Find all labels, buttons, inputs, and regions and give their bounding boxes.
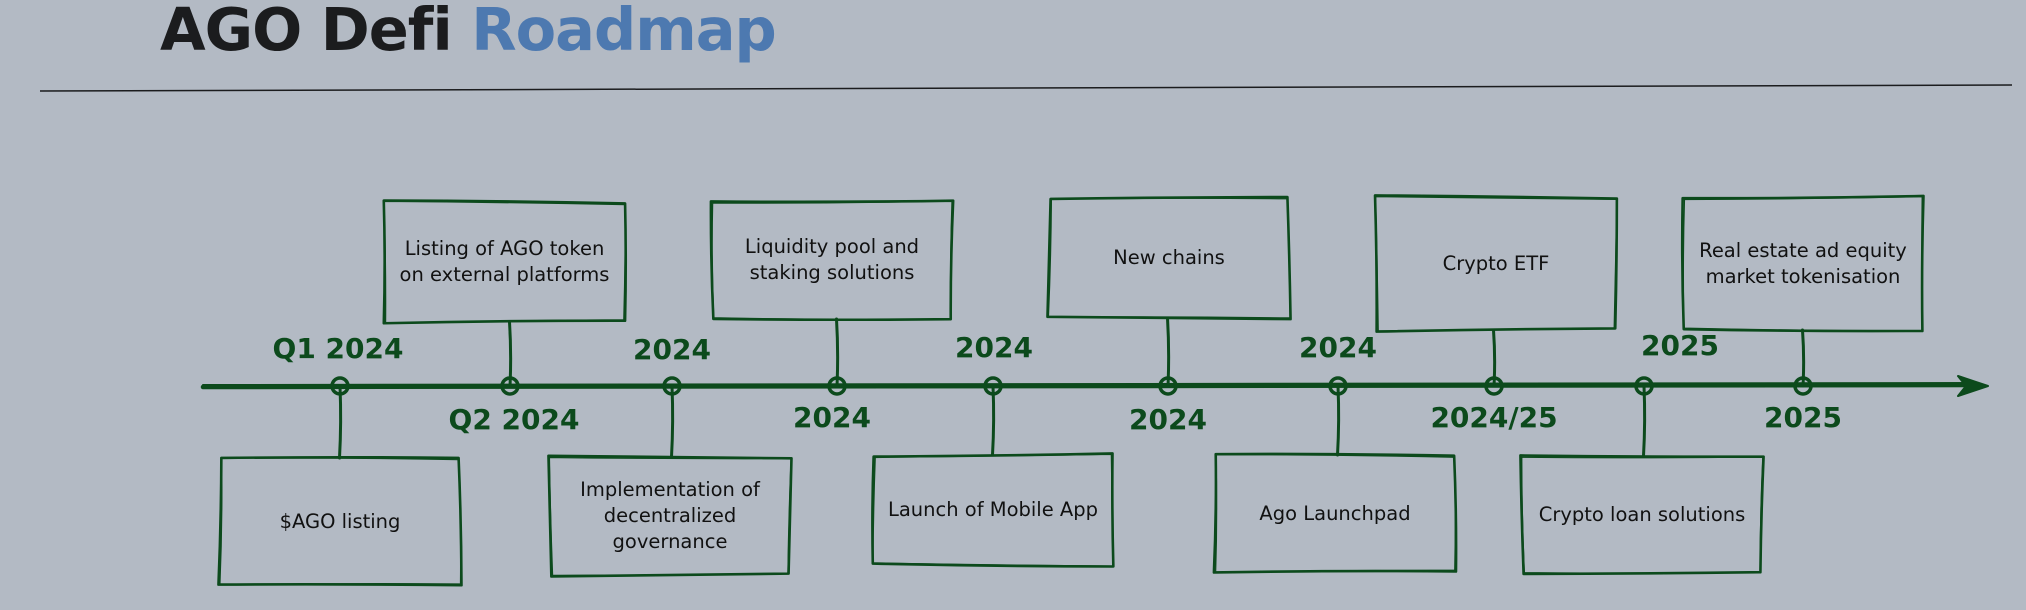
milestone-connector — [670, 384, 675, 459]
milestone-box-sketch — [1374, 196, 1618, 332]
milestone-date: Q2 2024 — [448, 403, 580, 436]
milestone-connector — [1166, 316, 1171, 388]
milestone-box-sketch — [1521, 456, 1764, 574]
milestone-node — [500, 376, 520, 396]
milestone-label: Listing of AGO token on external platfor… — [399, 237, 610, 286]
milestone-box-outline — [1046, 195, 1292, 321]
milestone-date: 2024/25 — [1430, 401, 1558, 434]
milestone-connector — [1801, 328, 1806, 388]
milestone-node — [330, 376, 350, 396]
milestone-label: Implementation of decentralized governan… — [580, 478, 760, 553]
milestone-node — [983, 376, 1003, 396]
milestone-card: Ago Launchpad — [1215, 455, 1455, 572]
milestone-box-sketch — [219, 457, 462, 586]
timeline-axis — [200, 382, 1978, 390]
milestone-label: Liquidity pool and staking solutions — [744, 235, 920, 284]
milestone-card: Liquidity pool and staking solutions — [712, 201, 952, 319]
milestone-label: $AGO listing — [279, 509, 401, 533]
milestone-box-sketch — [711, 200, 953, 321]
milestone-date: 2024 — [955, 331, 1033, 364]
milestone-connector — [1642, 384, 1647, 458]
milestone-connector — [835, 317, 840, 388]
milestone-label: Ago Launchpad — [1259, 501, 1411, 525]
timeline-axis-sketch — [202, 382, 1976, 386]
milestone-box-sketch — [1047, 197, 1291, 319]
milestone-node — [827, 376, 847, 396]
milestone-box-sketch — [1215, 454, 1456, 574]
milestone-box-outline — [547, 454, 793, 578]
milestone-connector — [1336, 384, 1341, 457]
milestone-date: 2024 — [1299, 331, 1377, 364]
milestone-card: Crypto ETF — [1376, 197, 1616, 330]
milestone-label: New chains — [1113, 246, 1225, 269]
milestone-date: 2024 — [793, 401, 871, 434]
milestone-date: 2025 — [1641, 329, 1719, 362]
milestone-node — [1328, 376, 1348, 396]
milestone-card: Crypto loan solutions — [1522, 456, 1762, 573]
milestone-label: Crypto ETF — [1442, 251, 1550, 275]
milestone-card: Launch of Mobile App — [873, 455, 1113, 565]
milestone-label: Crypto loan solutions — [1538, 502, 1746, 526]
page-title: AGO Defi Roadmap — [160, 0, 777, 64]
milestone-box-outline — [382, 199, 628, 325]
milestone-card: Real estate ad equity market tokenisatio… — [1683, 197, 1923, 330]
milestone-box-sketch — [1682, 195, 1924, 332]
milestone-card: $AGO listing — [220, 458, 460, 585]
milestone-date: 2024 — [1129, 403, 1207, 436]
header-divider — [39, 84, 2013, 92]
milestone-date: 2024 — [633, 333, 711, 366]
milestone-connector — [1492, 328, 1497, 388]
milestone-label: Real estate ad equity market tokenisatio… — [1699, 238, 1907, 288]
milestone-card: Listing of AGO token on external platfor… — [384, 202, 625, 322]
milestone-card: Implementation of decentralized governan… — [550, 457, 790, 575]
milestone-date: 2025 — [1764, 401, 1842, 434]
milestone-box-sketch — [548, 456, 792, 577]
milestone-node — [1634, 376, 1654, 396]
milestone-label: Launch of Mobile App — [887, 498, 1099, 521]
milestone-date: Q1 2024 — [272, 332, 404, 365]
timeline-arrowhead — [1957, 375, 1989, 397]
milestone-node — [1793, 376, 1813, 396]
milestone-box-sketch — [383, 200, 626, 324]
milestone-node — [1158, 376, 1178, 396]
milestone-connector — [991, 384, 996, 457]
milestone-card: New chains — [1049, 198, 1289, 318]
milestone-box-outline — [217, 455, 463, 587]
milestone-node — [1484, 376, 1504, 396]
milestone-connector — [338, 384, 343, 460]
title-accent: Roadmap — [471, 0, 777, 64]
milestone-box-outline — [1212, 452, 1458, 574]
milestone-connector — [508, 320, 513, 388]
title-main: AGO Defi — [160, 0, 453, 64]
milestone-box-outline — [1373, 194, 1619, 333]
milestone-node — [662, 376, 682, 396]
milestone-box-sketch — [872, 453, 1115, 567]
